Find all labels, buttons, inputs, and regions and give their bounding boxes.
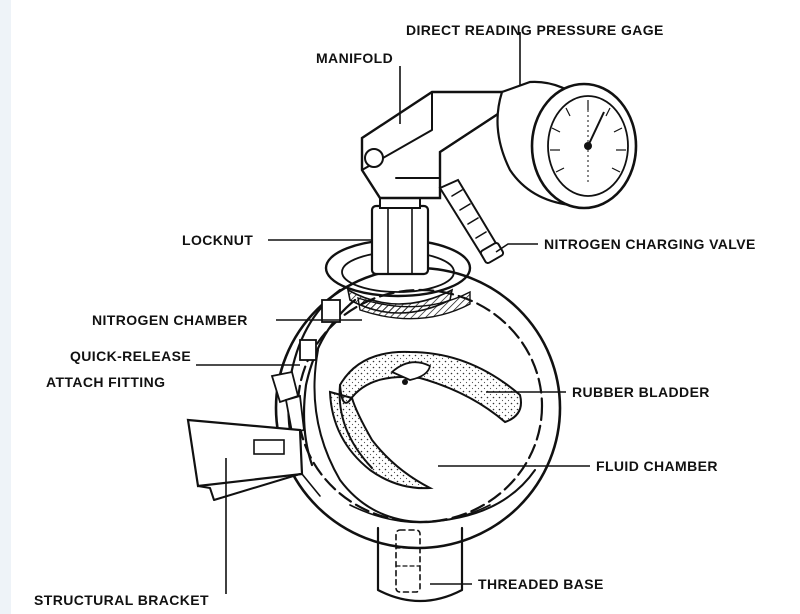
label-attach-fitting: ATTACH FITTING	[46, 374, 166, 390]
nitrogen-charging-valve-shape	[438, 178, 505, 264]
nitrogen-cap-hatch	[357, 290, 471, 320]
label-direct-reading-pressure-gage: DIRECT READING PRESSURE GAGE	[406, 22, 664, 38]
label-nitrogen-charging-valve: NITROGEN CHARGING VALVE	[544, 236, 756, 252]
label-fluid-chamber: FLUID CHAMBER	[596, 458, 718, 474]
label-threaded-base: THREADED BASE	[478, 576, 604, 592]
left-edge-strip	[0, 0, 11, 614]
manifold-shape	[360, 90, 506, 200]
rubber-bladder-shape	[328, 350, 522, 490]
label-locknut: LOCKNUT	[182, 232, 254, 248]
label-rubber-bladder: RUBBER BLADDER	[572, 384, 710, 400]
locknut-shape	[370, 189, 430, 276]
pressure-gage-shape	[496, 80, 638, 210]
label-nitrogen-chamber: NITROGEN CHAMBER	[92, 312, 248, 328]
label-structural-bracket: STRUCTURAL BRACKET	[34, 592, 209, 608]
threaded-base-shape	[376, 526, 464, 603]
label-quick-release: QUICK-RELEASE	[70, 348, 192, 364]
leader-lines	[196, 32, 590, 594]
structural-bracket-shape	[186, 418, 321, 501]
label-manifold: MANIFOLD	[316, 50, 394, 66]
